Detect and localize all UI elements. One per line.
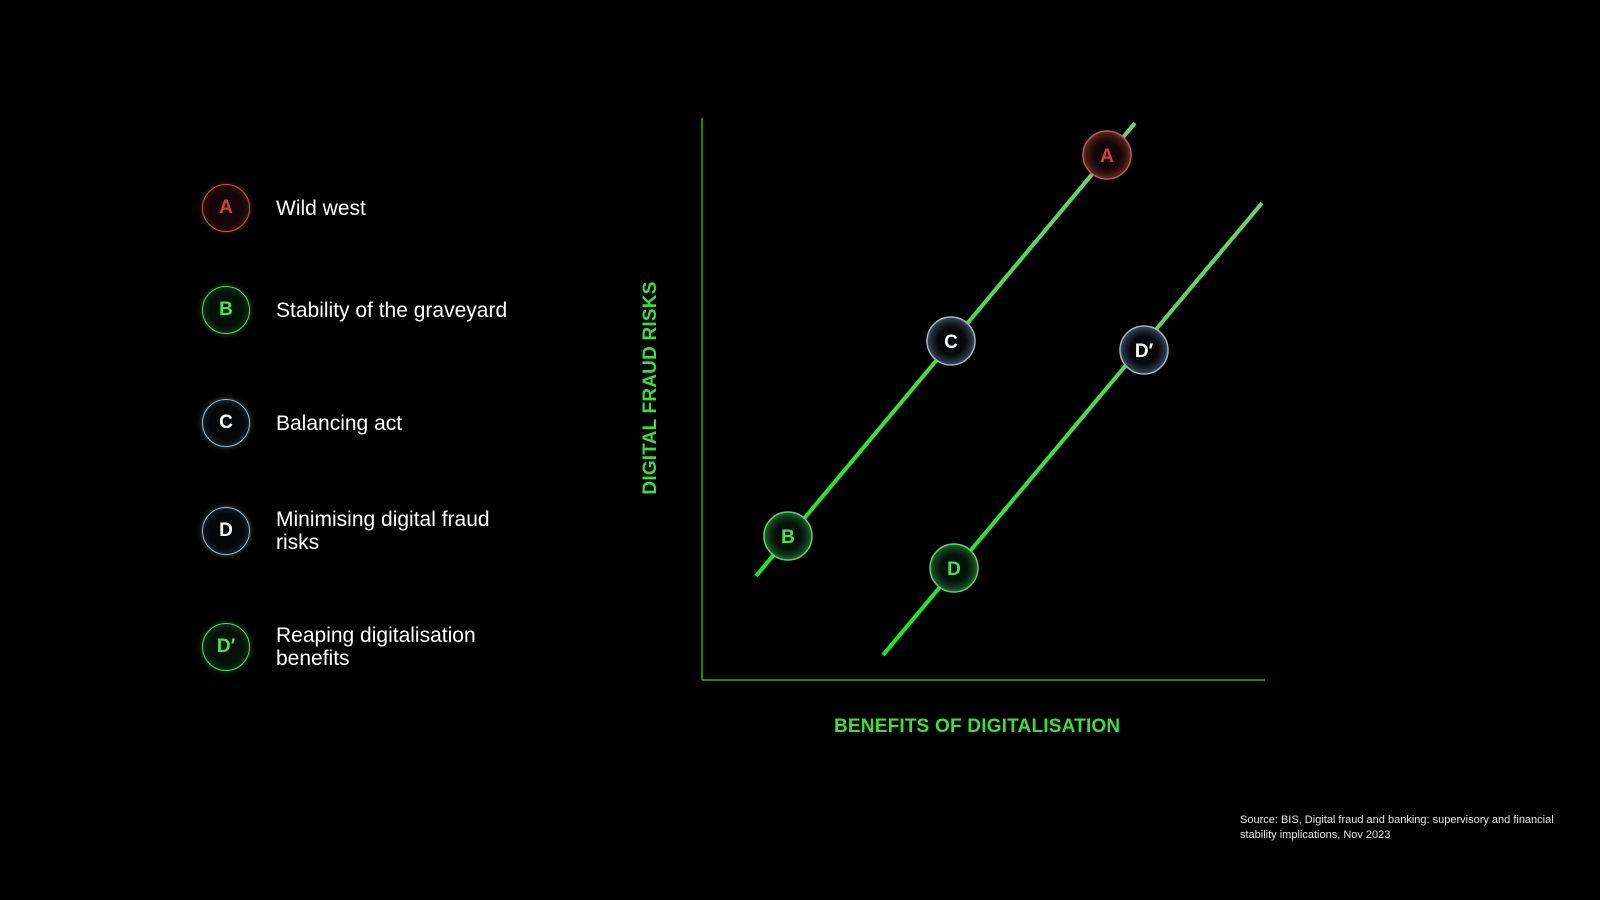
legend-badge-a: A bbox=[202, 184, 250, 232]
legend-item-a: A Wild west bbox=[202, 184, 526, 232]
legend: A Wild west B Stability of the graveyard… bbox=[0, 0, 560, 900]
point-a-label: A bbox=[1100, 146, 1114, 167]
x-axis-title: BENEFITS OF DIGITALISATION bbox=[834, 716, 1121, 737]
point-d: D bbox=[929, 543, 979, 593]
legend-badge-c: C bbox=[202, 399, 250, 447]
legend-badge-d-prime: D′ bbox=[202, 623, 250, 671]
legend-badge-b: B bbox=[202, 286, 250, 334]
legend-label-c: Balancing act bbox=[276, 411, 403, 435]
point-b: B bbox=[763, 511, 813, 561]
legend-item-d-prime: D′ Reaping digitalisation benefits bbox=[202, 623, 526, 671]
source-note: Source: BIS, Digital fraud and banking: … bbox=[1240, 814, 1554, 841]
legend-item-b: B Stability of the graveyard bbox=[202, 286, 526, 334]
legend-label-a: Wild west bbox=[276, 196, 366, 220]
legend-badge-d: D bbox=[202, 507, 250, 555]
legend-label-d-prime: Reaping digitalisation benefits bbox=[276, 624, 476, 670]
point-d-label: D bbox=[947, 559, 961, 580]
legend-label-b: Stability of the graveyard bbox=[276, 298, 508, 322]
y-axis-title: DIGITAL FRAUD RISKS bbox=[640, 281, 661, 495]
point-d-prime-label: D′ bbox=[1135, 341, 1154, 362]
point-c: C bbox=[926, 316, 976, 366]
point-c-label: C bbox=[944, 332, 958, 353]
legend-item-c: C Balancing act bbox=[202, 399, 526, 447]
legend-item-d: D Minimising digital fraud risks bbox=[202, 507, 526, 555]
point-b-label: B bbox=[781, 527, 795, 548]
legend-label-d: Minimising digital fraud risks bbox=[276, 508, 490, 554]
point-d-prime: D′ bbox=[1119, 325, 1169, 375]
point-a: A bbox=[1082, 130, 1132, 180]
